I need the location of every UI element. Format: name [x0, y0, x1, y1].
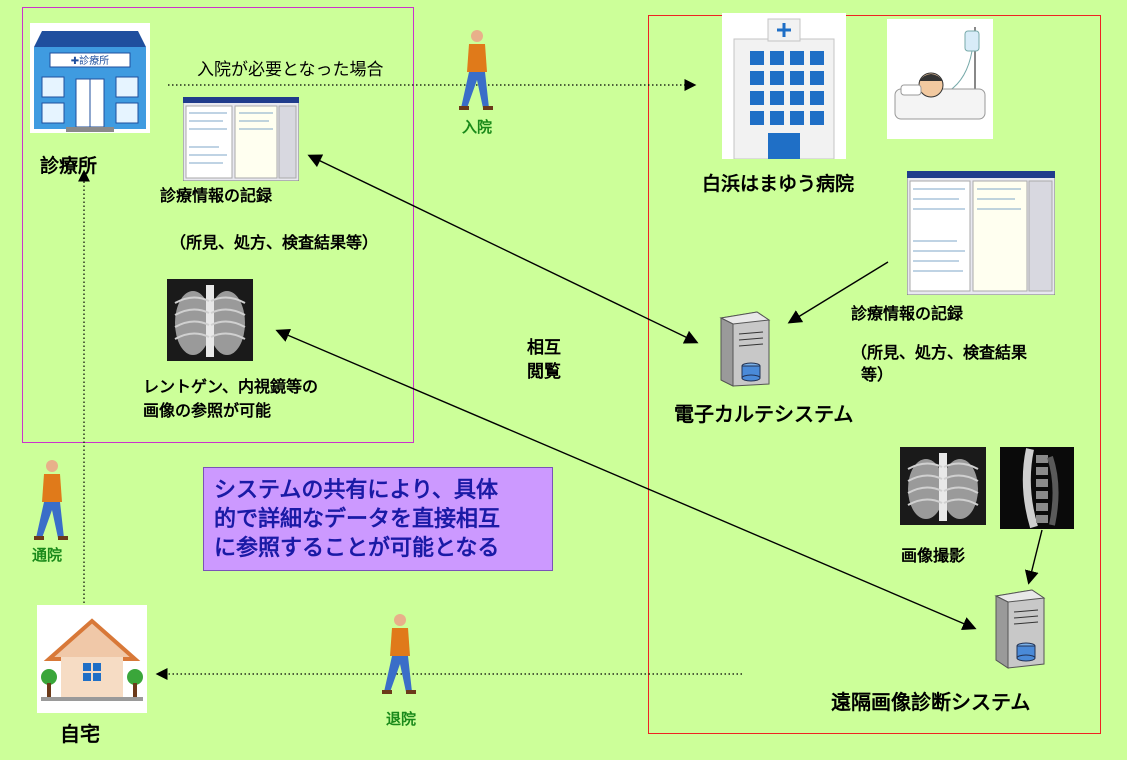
mri-spine-image [1000, 447, 1074, 529]
remote-imaging-server-icon [994, 589, 1046, 669]
home-label: 自宅 [60, 722, 100, 746]
mutual-view-label-2: 閲覧 [527, 362, 561, 382]
inpatient-bed-icon [887, 19, 993, 139]
remote-imaging-system-label: 遠隔画像診断システム [831, 690, 1031, 714]
walking-person-icon [382, 614, 416, 694]
clinic-record-label: 診療情報の記録 [160, 186, 273, 205]
clinic-record-detail-label: （所見、処方、検査結果等） [170, 233, 379, 252]
xray-reference-label-2: 画像の参照が可能 [143, 401, 272, 420]
hospital-record-ehr-arrow [787, 261, 889, 324]
hospital-record-detail-label-2: 等） [861, 365, 894, 384]
ehr-server-icon [719, 311, 771, 387]
admission-label: 入院 [462, 118, 493, 136]
chest-xray-image [900, 447, 986, 525]
walking-person-icon [34, 460, 68, 540]
imaging-label: 画像撮影 [901, 546, 966, 565]
mutual-view-label-1: 相互 [527, 338, 561, 358]
mri-remote-arrow [1024, 529, 1043, 585]
discharge-label: 退院 [386, 710, 417, 728]
hospital-building-icon [722, 13, 846, 159]
xray-remote-arrow [275, 328, 977, 631]
walking-person-icon [459, 30, 493, 110]
xray-reference-label-1: レントゲン、内視鏡等の [143, 377, 319, 396]
hospital-record-detail-label-1: （所見、処方、検査結果 [851, 343, 1028, 362]
admission-condition-label: 入院が必要となった場合 [197, 60, 384, 80]
callout-line-3: に参照することが可能となる [214, 536, 500, 561]
hospital-label: 白浜はまゆう病院 [702, 173, 855, 195]
chest-xray-image [167, 279, 253, 361]
ehr-screen-thumbnail [183, 97, 299, 181]
clinic-building-icon: ✚診療所 [30, 23, 150, 133]
clinic-sign: ✚診療所 [71, 54, 109, 67]
clinic-label: 診療所 [40, 155, 98, 177]
ehr-system-label: 電子カルテシステム [674, 402, 854, 426]
hospital-record-label: 診療情報の記録 [851, 304, 964, 323]
shared-system-callout: システムの共有により、具体 的で詳細なデータを直接相互 に参照することが可能とな… [203, 467, 553, 571]
record-ehr-arrow [307, 154, 699, 344]
home-house-icon [37, 605, 147, 713]
callout-line-2: 的で詳細なデータを直接相互 [214, 507, 501, 532]
callout-line-1: システムの共有により、具体 [214, 478, 499, 503]
ehr-screen-thumbnail-hospital [907, 171, 1055, 295]
outpatient-label: 通院 [32, 546, 63, 564]
